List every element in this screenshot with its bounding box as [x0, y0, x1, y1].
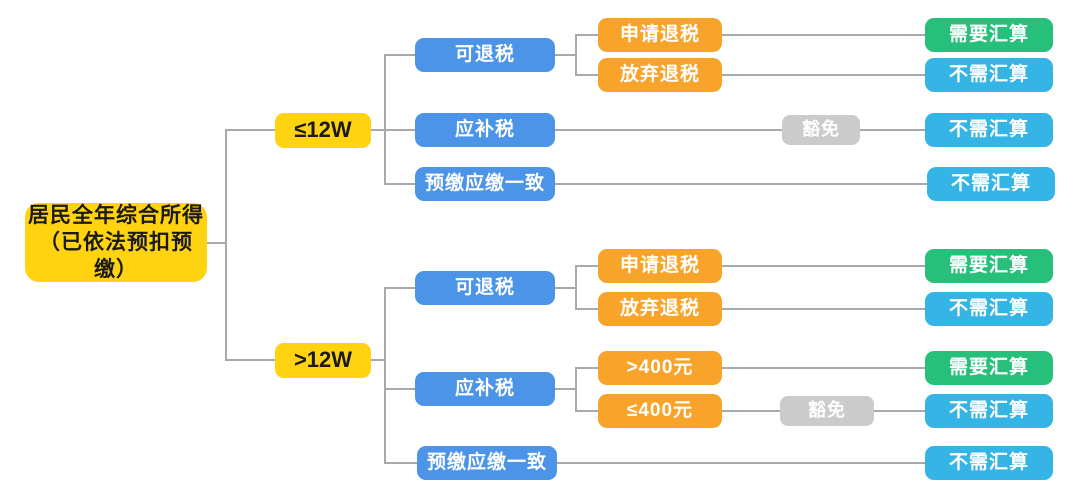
connector-line [575, 74, 598, 76]
connector-spine [384, 54, 386, 185]
node-gt-400-yuan: >400元 [598, 351, 722, 385]
node-prepaid-match-lower: 预缴应缴一致 [417, 446, 557, 480]
connector-line [555, 183, 927, 185]
connector-line [384, 54, 415, 56]
connector-line [575, 34, 598, 36]
connector-line [207, 242, 227, 244]
connector-line [384, 462, 417, 464]
node-outcome-need-settlement-upper: 需要汇算 [925, 18, 1053, 52]
connector-line [225, 359, 275, 361]
connector-line [575, 367, 598, 369]
connector-spine [575, 367, 577, 412]
connector-line [722, 367, 925, 369]
connector-line [555, 287, 576, 289]
node-outcome-no-settlement-upper-1: 不需汇算 [925, 58, 1053, 92]
node-prepaid-match-upper: 预缴应缴一致 [415, 167, 555, 201]
node-owe-tax-lower: 应补税 [415, 372, 555, 406]
node-outcome-no-settlement-upper-2: 不需汇算 [925, 113, 1053, 147]
connector-line [722, 410, 780, 412]
node-outcome-no-settlement-lower-1: 不需汇算 [925, 292, 1053, 326]
connector-line [557, 462, 925, 464]
connector-line [722, 308, 925, 310]
connector-spine [575, 34, 577, 76]
node-refundable-upper: 可退税 [415, 38, 555, 72]
node-apply-refund-upper: 申请退税 [598, 18, 722, 52]
node-le-400-yuan: ≤400元 [598, 394, 722, 428]
connector-line [722, 34, 925, 36]
node-waive-refund-lower: 放弃退税 [598, 292, 722, 326]
node-branch-gt12w: >12W [275, 343, 371, 378]
node-outcome-need-settlement-lower-2: 需要汇算 [925, 351, 1053, 385]
connector-line [384, 388, 415, 390]
connector-line [555, 129, 782, 131]
node-outcome-need-settlement-lower-1: 需要汇算 [925, 249, 1053, 283]
connector-line [384, 183, 415, 185]
connector-line [874, 410, 925, 412]
connector-line [384, 287, 415, 289]
connector-line [575, 265, 598, 267]
node-apply-refund-lower: 申请退税 [598, 249, 722, 283]
node-root: 居民全年综合所得 （已依法预扣预缴） [25, 203, 207, 282]
node-outcome-no-settlement-upper-3: 不需汇算 [927, 167, 1055, 201]
node-exempt-upper: 豁免 [782, 115, 860, 145]
connector-spine [575, 265, 577, 310]
connector-line [722, 74, 925, 76]
root-subtitle: （已依法预扣预缴） [39, 230, 193, 282]
connector-spine [384, 287, 386, 464]
connector-line [722, 265, 925, 267]
connector-line [860, 129, 925, 131]
node-owe-tax-upper: 应补税 [415, 113, 555, 147]
connector-line [555, 388, 576, 390]
connector-line [575, 410, 598, 412]
connector-line [371, 359, 386, 361]
connector-line [225, 129, 275, 131]
node-refundable-lower: 可退税 [415, 271, 555, 305]
node-branch-le12w: ≤12W [275, 113, 371, 148]
connector-line [555, 54, 576, 56]
node-outcome-no-settlement-lower-3: 不需汇算 [925, 446, 1053, 480]
connector-line [371, 129, 415, 131]
connector-line [575, 308, 598, 310]
node-exempt-lower: 豁免 [780, 396, 874, 426]
node-outcome-no-settlement-lower-2: 不需汇算 [925, 394, 1053, 428]
connector-spine [225, 129, 227, 361]
root-title: 居民全年综合所得 [28, 203, 204, 227]
node-waive-refund-upper: 放弃退税 [598, 58, 722, 92]
